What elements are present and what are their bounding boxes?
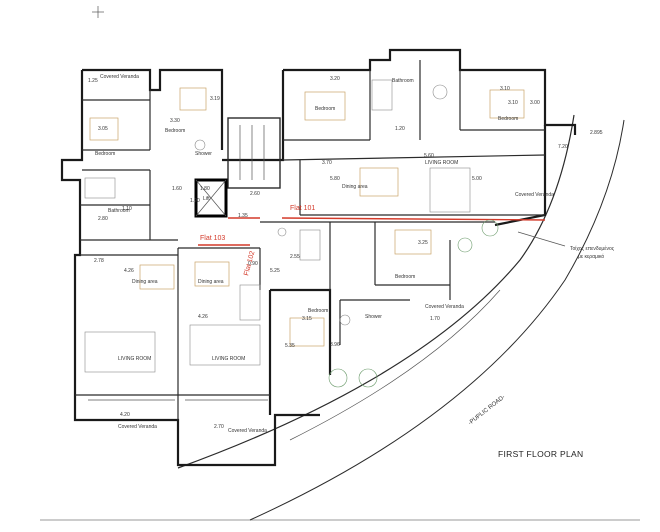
dim-420: 4.20 (120, 412, 130, 418)
dim-255: 2.55 (290, 254, 300, 260)
room-covered-veranda-sw: Covered Veranda (118, 424, 157, 430)
crosshair-mark (92, 6, 104, 18)
room-bedroom-s: Bedroom (308, 308, 328, 314)
furniture (84, 79, 525, 388)
dim-560: 5.60 (424, 153, 434, 159)
building-outline (60, 48, 577, 467)
room-shower-s: Shower (365, 314, 382, 320)
dim-720: 7.20 (558, 144, 568, 150)
room-covered-veranda-e: Covered Veranda (515, 192, 554, 198)
dim-325: 3.25 (418, 240, 428, 246)
room-bedroom-n: Bedroom (315, 106, 335, 112)
dim-260: 2.60 (250, 191, 260, 197)
dimension-labels: 3.20 3.19 3.30 3.05 1.25 3.10 3.10 3.00 … (88, 76, 603, 430)
tile-note-line-1: Τοίχος επενδυμένος (570, 245, 615, 252)
room-living-room-102: LIVING ROOM (212, 356, 245, 362)
room-living-room-101: LIVING ROOM (425, 160, 458, 166)
dim-110: 1.10 (122, 206, 132, 212)
room-dining-area-103: Dining area (132, 279, 158, 285)
room-bedroom-102: Bedroom (395, 274, 415, 280)
dim-426b: 4.26 (198, 314, 208, 320)
dim-310a: 3.10 (500, 86, 510, 92)
dim-370: 3.70 (322, 160, 332, 166)
tile-note-line-2: με κεραμικό (578, 253, 604, 260)
dim-270: 2.70 (214, 424, 224, 430)
flat-101-label: Flat 101 (290, 205, 315, 212)
room-labels: Covered Veranda Bedroom Bedroom Bathroom… (95, 74, 554, 434)
room-covered-veranda-nw: Covered Veranda (100, 74, 139, 80)
dim-396: 3.96 (330, 342, 340, 348)
dim-500: 5.00 (472, 176, 482, 182)
dim-160: 1.60 (172, 186, 182, 192)
dim-305: 3.05 (98, 126, 108, 132)
dim-330: 3.30 (170, 118, 180, 124)
room-covered-veranda-s: Covered Veranda (425, 304, 464, 310)
room-bedroom-ne: Bedroom (498, 116, 518, 122)
room-shower-w: Shower (195, 151, 212, 157)
room-bedroom-nw2: Bedroom (165, 128, 185, 134)
dim-170: 1.70 (430, 316, 440, 322)
road-curves (177, 114, 625, 521)
dim-310b: 3.10 (508, 100, 518, 106)
flat-103-label: Flat 103 (200, 235, 225, 242)
room-dining-area-102: Dining area (198, 279, 224, 285)
room-living-room-103: LIVING ROOM (118, 356, 151, 362)
road-label: -PUPLIC ROAD- (468, 394, 507, 426)
tile-note: Τοίχος επενδυμένος με κεραμικό (517, 231, 615, 260)
dim-315: 3.15 (302, 316, 312, 322)
room-covered-veranda-sm: Covered Veranda (228, 428, 267, 434)
dim-180: 1.80 (200, 186, 210, 192)
dim-300: 3.00 (530, 100, 540, 106)
dim-190: 1.90 (190, 198, 200, 204)
room-dining-area-101: Dining area (342, 184, 368, 190)
dim-2895: 2.895 (590, 130, 603, 136)
interior-walls (75, 60, 546, 420)
flat-boundaries (198, 217, 546, 246)
room-bedroom-nw: Bedroom (95, 151, 115, 157)
dim-535: 5.35 (285, 343, 295, 349)
dim-135: 1.35 (238, 213, 248, 219)
dim-280: 2.80 (98, 216, 108, 222)
room-bathroom-w: Bathroom (108, 208, 130, 214)
dim-320: 3.20 (330, 76, 340, 82)
dim-090: 0.90 (248, 261, 258, 267)
dim-580: 5.80 (330, 176, 340, 182)
dim-278: 2.78 (94, 258, 104, 264)
room-bathroom-n: Bathroom (392, 78, 414, 84)
plan-title: FIRST FLOOR PLAN (498, 449, 583, 459)
dim-426a: 4.26 (124, 268, 134, 274)
lift-shaft (194, 178, 228, 218)
dim-319: 3.19 (210, 96, 220, 102)
dim-120: 1.20 (395, 126, 405, 132)
dim-525: 5.25 (270, 268, 280, 274)
room-lift: Lift (203, 196, 210, 202)
dim-125: 1.25 (88, 78, 98, 84)
